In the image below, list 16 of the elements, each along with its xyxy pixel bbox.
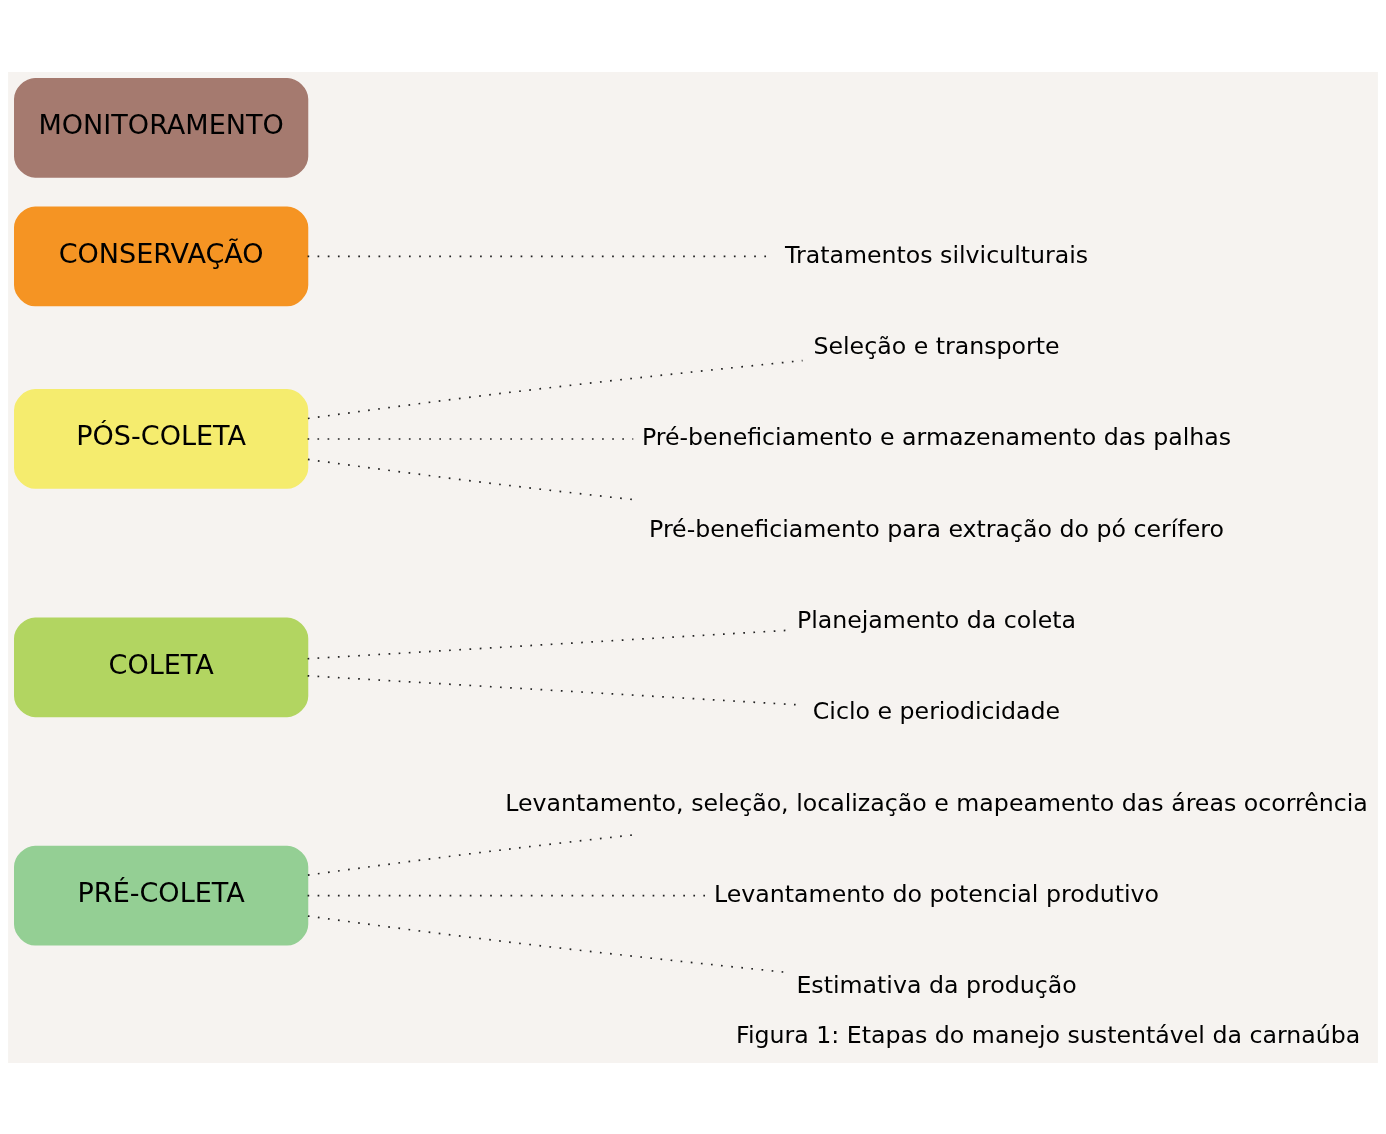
node-text: Levantamento, seleção, localização e mapeamento das áreas ocorrência <box>505 788 1368 817</box>
node-box: COLETA <box>14 616 309 717</box>
node-text: Tratamentos silviculturais <box>784 240 1089 269</box>
node-text: Ciclo e periodicidade <box>812 696 1061 725</box>
node-box: PÓS-COLETA <box>14 388 309 489</box>
node-text: Estimativa da produção <box>796 970 1077 999</box>
node-text: Seleção e transporte <box>813 331 1060 360</box>
node-box: PRÉ-COLETA <box>14 845 309 945</box>
node-text: Levantamento do potencial produtivo <box>714 879 1159 908</box>
node-text: Pré-beneficiamento para extração do pó cerífero <box>649 514 1224 543</box>
node-text: Pré-beneficiamento e armazenamento das palhas <box>641 422 1232 451</box>
node-box: MONITORAMENTO <box>14 77 309 178</box>
connector <box>307 359 804 419</box>
node-box: CONSERVAÇÃO <box>14 205 309 306</box>
node-text: Planejamento da coleta <box>796 605 1077 634</box>
caption: Figura 1: Etapas do manejo sustentável da carnaúba <box>736 1020 1361 1049</box>
